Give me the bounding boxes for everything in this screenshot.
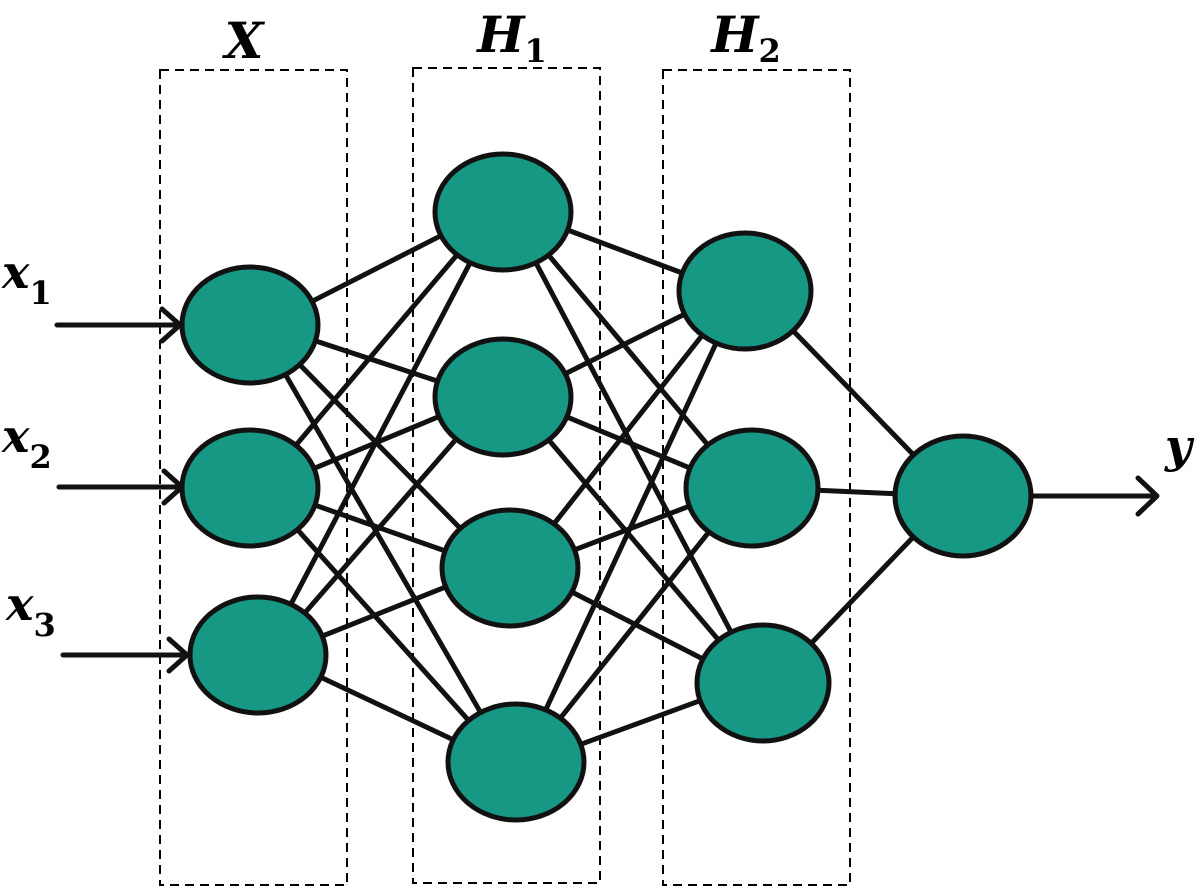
edge-input-2-to-hidden1-4	[294, 527, 472, 723]
edge-hidden1-4-to-hidden2-2	[557, 529, 712, 721]
node-input-2	[179, 427, 321, 549]
layer-label-hidden1: H1	[475, 5, 547, 70]
edge-input-3-to-hidden1-3	[319, 584, 449, 639]
node-hidden2-3	[694, 622, 832, 744]
edge-input-3-to-hidden1-1	[288, 260, 473, 607]
input-arrows	[54, 306, 190, 674]
input-arrow-2	[56, 468, 185, 506]
edge-input-3-to-hidden1-2	[302, 436, 459, 616]
input-arrow-1	[54, 306, 183, 344]
input-label-1: x1	[1, 245, 52, 312]
node-output-1	[892, 433, 1034, 559]
input-label-3: x3	[5, 577, 56, 644]
node-hidden1-3	[439, 507, 581, 629]
node-hidden1-2	[432, 336, 574, 458]
node-input-3	[187, 594, 329, 716]
connection-edges	[282, 227, 916, 747]
layer-label-hidden2: H2	[709, 5, 781, 70]
input-label-2: x2	[1, 409, 52, 476]
edge-hidden2-3-to-output-1	[808, 534, 916, 646]
edge-hidden2-2-to-output-1	[815, 487, 898, 497]
input-arrow-3	[60, 636, 190, 674]
layer-box-input	[159, 69, 348, 886]
edge-hidden1-2-to-hidden2-1	[562, 311, 687, 377]
edge-input-1-to-hidden1-3	[297, 362, 463, 531]
output-arrow	[1029, 475, 1160, 517]
node-input-1	[179, 264, 321, 386]
edge-hidden2-1-to-output-1	[790, 328, 916, 458]
layer-label-input: X	[222, 11, 266, 70]
layer-box-hidden1	[412, 67, 601, 884]
edge-hidden1-2-to-hidden2-3	[546, 437, 722, 643]
network-nodes	[179, 151, 1034, 823]
edge-hidden1-1-to-hidden2-3	[533, 260, 734, 635]
output-label: y	[1164, 419, 1195, 473]
edge-input-2-to-hidden1-1	[293, 252, 460, 448]
node-hidden2-1	[676, 230, 814, 352]
node-hidden1-4	[445, 701, 587, 823]
edge-input-1-to-hidden1-1	[309, 233, 444, 304]
edge-input-1-to-hidden1-4	[282, 372, 484, 715]
layer-box-hidden2	[662, 69, 851, 886]
edge-input-3-to-hidden1-4	[318, 674, 456, 743]
edge-input-1-to-hidden1-2	[312, 338, 441, 384]
edge-hidden1-1-to-hidden2-1	[565, 227, 685, 276]
node-hidden1-1	[432, 151, 574, 273]
edge-hidden1-4-to-hidden2-3	[578, 698, 703, 747]
edge-hidden1-4-to-hidden2-1	[543, 340, 719, 713]
edge-hidden1-3-to-hidden2-1	[551, 332, 705, 527]
edge-hidden1-2-to-hidden2-2	[564, 414, 693, 471]
node-hidden2-2	[683, 427, 821, 549]
